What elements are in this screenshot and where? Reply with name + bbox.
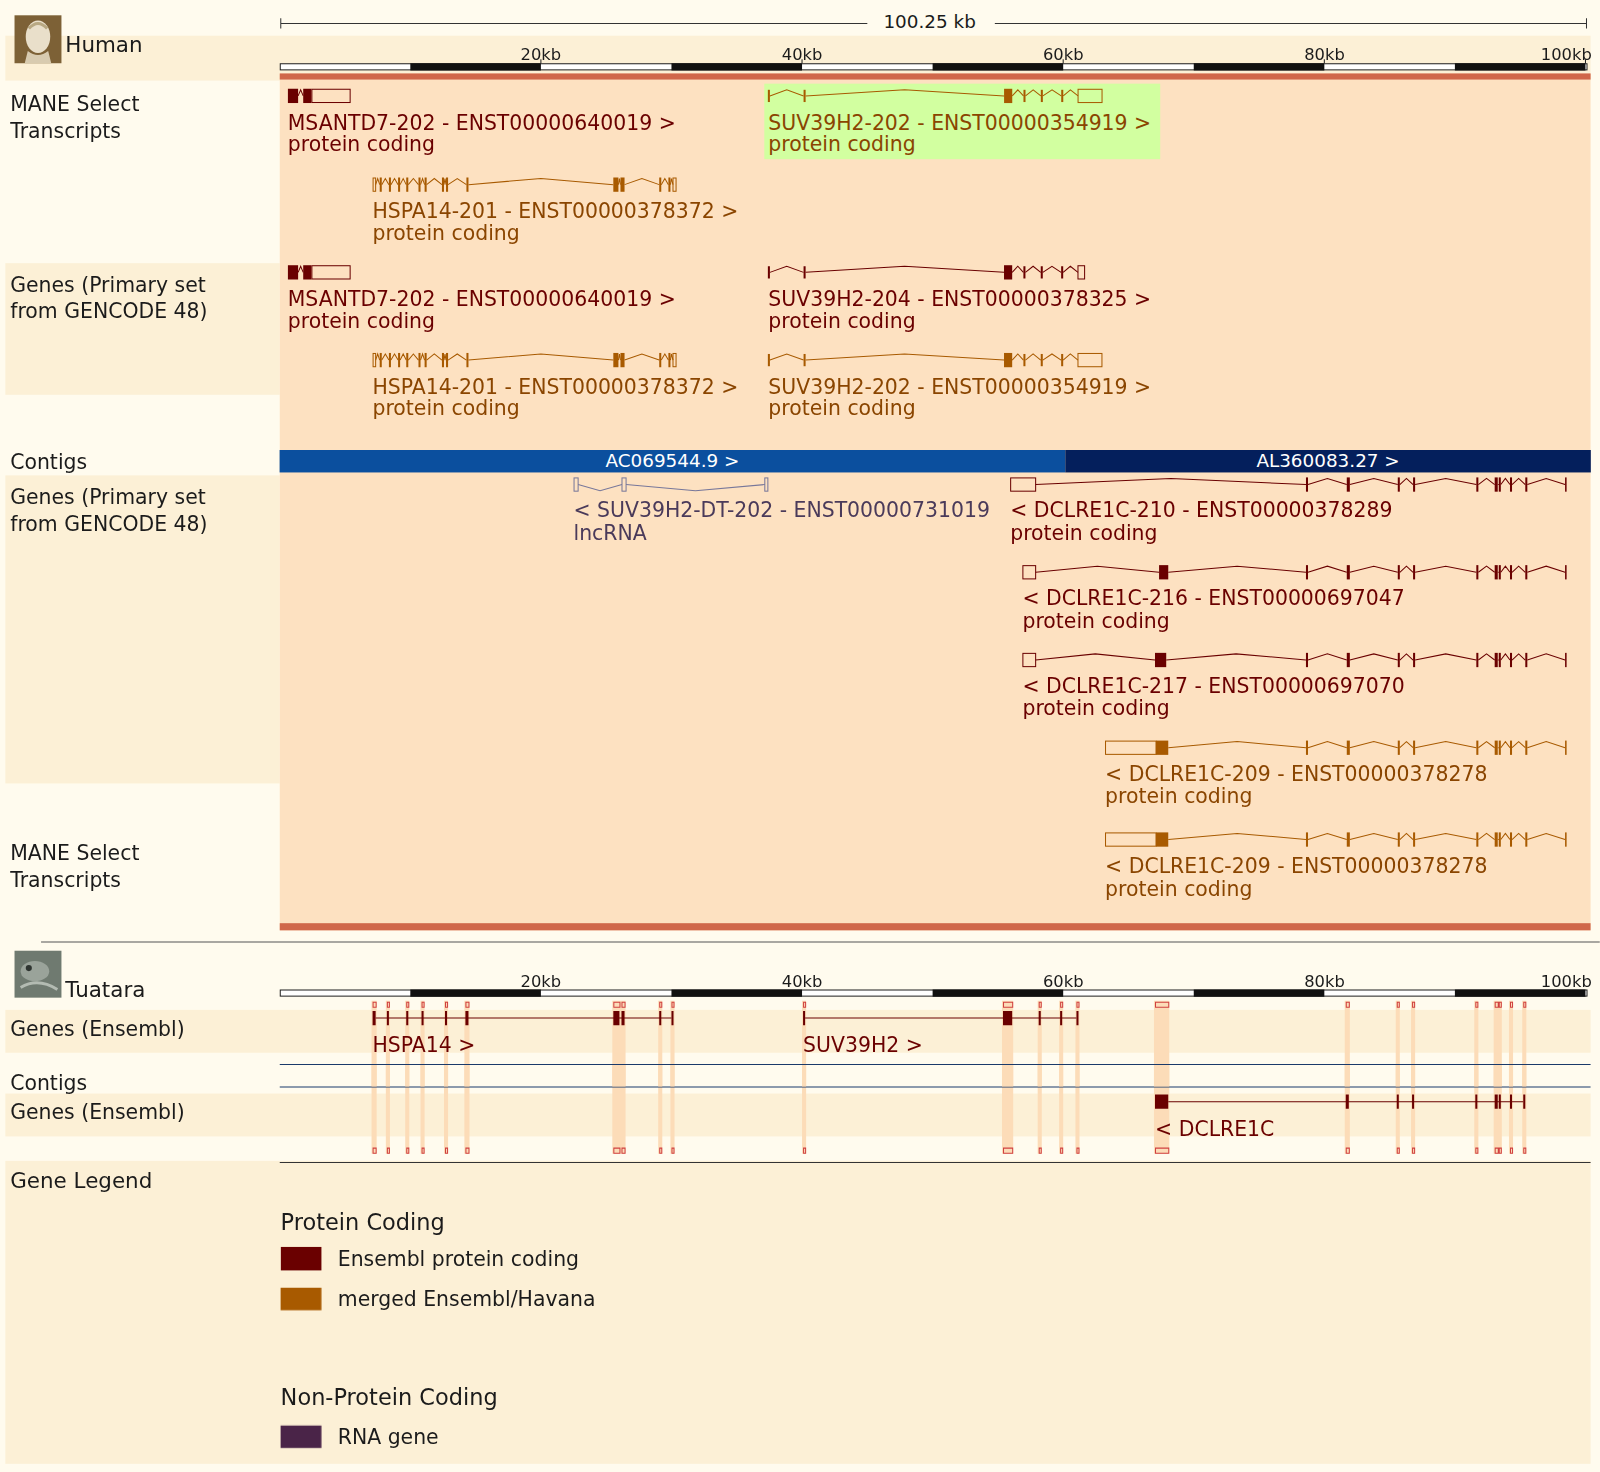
transcript-label: < DCLRE1C-216 - ENST00000697047	[1022, 586, 1404, 610]
track-band	[5, 1010, 1590, 1053]
legend-title: Gene Legend	[10, 1168, 152, 1194]
ruler-tick: 80kb	[1304, 971, 1345, 991]
biotype-label: protein coding	[1022, 608, 1169, 632]
transcript-label: MSANTD7-202 - ENST00000640019 >	[288, 110, 676, 134]
biotype-label: protein coding	[288, 132, 435, 156]
scale-length: 100.25 kb	[878, 10, 981, 32]
ruler-tick: 60kb	[1043, 45, 1084, 65]
contig-name: AL360083.27 >	[1065, 450, 1591, 472]
track-band	[5, 1094, 1590, 1137]
biotype-label: protein coding	[288, 308, 435, 332]
transcript-label: MSANTD7-202 - ENST00000640019 >	[288, 287, 676, 311]
transcript-label: < DCLRE1C-209 - ENST00000378278	[1105, 761, 1487, 785]
track-label: Genes (Ensembl)	[10, 1100, 184, 1124]
species-icon	[15, 951, 62, 998]
region-bar	[280, 923, 1591, 930]
legend-heading: Non-Protein Coding	[281, 1385, 498, 1412]
ruler-tick: 40kb	[782, 45, 823, 65]
biotype-label: protein coding	[768, 133, 915, 155]
ruler-tick: 20kb	[521, 45, 562, 65]
contig-bar: AL360083.27 >	[1065, 450, 1591, 472]
biotype-label: protein coding	[768, 396, 915, 420]
track-label: Genes (Primary set from GENCODE 48)	[10, 271, 240, 324]
track-label: Genes (Primary set from GENCODE 48)	[10, 484, 240, 537]
panel-separator	[41, 942, 1600, 943]
transcript-label: < DCLRE1C-209 - ENST00000378278	[1105, 854, 1487, 878]
transcript-label: < DCLRE1C-210 - ENST00000378289	[1010, 498, 1392, 522]
track-label: Contigs	[10, 450, 87, 474]
track-band	[5, 36, 1590, 81]
biotype-label: protein coding	[1022, 696, 1169, 720]
legend-band	[5, 1161, 1590, 1464]
legend-swatch	[281, 1426, 322, 1448]
ruler-tick: 80kb	[1304, 45, 1345, 65]
contig-name: AC069544.9 >	[280, 450, 1066, 472]
legend-text: merged Ensembl/Havana	[338, 1287, 596, 1311]
legend-text: Ensembl protein coding	[338, 1246, 579, 1270]
contig-bar: AC069544.9 >	[280, 450, 1066, 472]
biotype-label: protein coding	[372, 396, 519, 420]
track-label: Genes (Ensembl)	[10, 1016, 184, 1040]
transcript-label: HSPA14-201 - ENST00000378372 >	[372, 374, 738, 398]
ruler-tick: 100kb	[1541, 971, 1592, 991]
transcript-label: SUV39H2-204 - ENST00000378325 >	[768, 287, 1151, 311]
transcript-label: HSPA14-201 - ENST00000378372 >	[372, 199, 738, 223]
track-band	[5, 263, 279, 395]
transcript-label: < SUV39H2-DT-202 - ENST00000731019	[573, 498, 989, 522]
gene-label: HSPA14 >	[372, 1033, 475, 1057]
gene-label: SUV39H2 >	[803, 1033, 923, 1057]
ruler	[280, 989, 1587, 996]
transcript-label: < DCLRE1C-217 - ENST00000697070	[1022, 673, 1404, 697]
biotype-label: protein coding	[372, 220, 519, 244]
biotype-label: protein coding	[1010, 520, 1157, 544]
legend-swatch	[281, 1288, 322, 1310]
track-label: MANE Select Transcripts	[10, 91, 240, 144]
track-band	[5, 475, 279, 783]
region-bar	[280, 73, 1591, 79]
track-label: Contigs	[10, 1070, 87, 1094]
ruler-tick: 100kb	[1541, 45, 1592, 65]
track-label: MANE Select Transcripts	[10, 840, 240, 893]
species-icon	[15, 15, 62, 63]
transcript-label: SUV39H2-202 - ENST00000354919 >	[768, 374, 1151, 398]
gene-label: < DCLRE1C	[1155, 1116, 1274, 1140]
legend-text: RNA gene	[338, 1424, 439, 1448]
region-highlight	[280, 73, 1591, 930]
species-name: Tuatara	[65, 977, 145, 1003]
biotype-label: protein coding	[1105, 784, 1252, 808]
species-name: Human	[65, 32, 142, 58]
ruler	[280, 59, 1587, 70]
selected-transcript-box: SUV39H2-202 - ENST00000354919 >protein c…	[764, 84, 1160, 160]
alignment-tracks	[280, 1001, 1591, 1163]
biotype-label: lncRNA	[573, 520, 646, 544]
ruler-tick: 60kb	[1043, 971, 1084, 991]
legend-swatch	[281, 1247, 322, 1270]
legend-heading: Protein Coding	[281, 1209, 445, 1236]
biotype-label: protein coding	[768, 308, 915, 332]
ruler-tick: 40kb	[782, 971, 823, 991]
biotype-label: protein coding	[1105, 877, 1252, 901]
transcript-label: SUV39H2-202 - ENST00000354919 >	[768, 111, 1151, 133]
ruler-tick: 20kb	[521, 971, 562, 991]
